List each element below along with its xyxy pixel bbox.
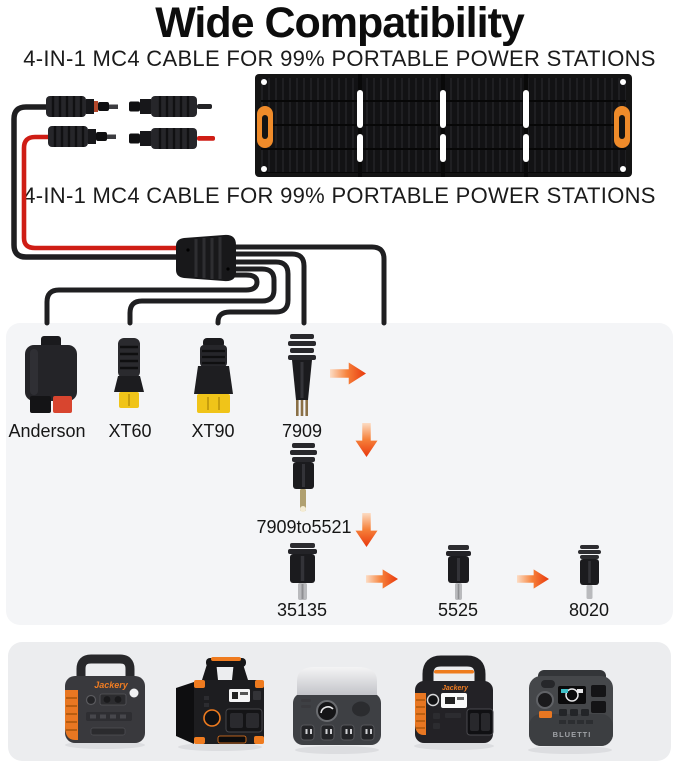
cable-splitter-body (176, 234, 236, 282)
jackery-logo: Jackery (442, 685, 469, 692)
solar-slot (357, 134, 363, 162)
mc4-connector-row1-female (46, 96, 118, 117)
solar-slot (523, 90, 529, 128)
solar-handle-left (257, 106, 273, 148)
anderson-label: Anderson (8, 421, 86, 441)
adapter-panel-background (6, 323, 673, 625)
station-handle (76, 654, 135, 680)
output-cable (231, 244, 387, 326)
solar-handle-right (614, 106, 630, 148)
plug-7909-label: 7909 (281, 421, 323, 441)
output-cable (215, 259, 291, 326)
plug-7909 (288, 334, 316, 416)
red-wire-stub (197, 136, 215, 141)
xt60-connector (114, 338, 144, 408)
mc4-connector-row1-male (129, 96, 212, 117)
solar-fold-line (357, 74, 363, 177)
subtitle-top: 4-IN-1 MC4 CABLE FOR 99% PORTABLE POWER … (23, 46, 656, 71)
grommet-dot (261, 166, 267, 172)
splitter-screw (186, 248, 190, 252)
power-station-silver-top (293, 667, 381, 754)
handle-pad (211, 657, 241, 661)
page-title: Wide Compatibility (155, 0, 525, 47)
power-station-jackery-300: Jackery (414, 655, 494, 750)
splitter-shell (176, 234, 236, 282)
mc4-connector-row2-female (48, 126, 116, 147)
output-cable (44, 272, 260, 326)
orange-corner-caps (194, 680, 264, 744)
solar-slot (357, 90, 363, 128)
solar-fold-line (440, 74, 446, 177)
jackery-logo: Jackery (94, 680, 129, 690)
mc4-cable-splitter-illustration (11, 96, 387, 326)
black-input-cable (11, 104, 181, 260)
mid-caption: 4-IN-1 MC4 CABLE FOR 99% PORTABLE POWER … (23, 183, 656, 208)
power-station-jackery-1000: Jackery (65, 654, 145, 749)
grommet-dot (620, 166, 626, 172)
xt90-connector (194, 338, 233, 413)
splitter-ribs (194, 237, 222, 279)
adapter-7909to5521-label: 7909to5521 (256, 517, 352, 537)
plug-35135-label: 35135 (276, 600, 328, 620)
grommet-dot (620, 79, 626, 85)
xt90-label: XT90 (191, 421, 235, 441)
bluetti-logo: BLUETTI (553, 730, 592, 739)
solar-panel-image (255, 74, 632, 177)
solar-handle-slot (619, 115, 625, 139)
xt60-label: XT60 (108, 421, 152, 441)
power-station-orange-corners (176, 657, 264, 751)
solar-handle-slot (262, 115, 268, 139)
station-handle (422, 655, 486, 683)
output-cables (44, 244, 387, 326)
plug-5525 (446, 545, 471, 600)
power-station-bluetti: BLUETTI (528, 670, 613, 754)
plug-35135 (288, 543, 317, 600)
plug-5525-label: 5525 (437, 600, 479, 620)
solar-slot (440, 90, 446, 128)
red-input-cable (21, 134, 181, 251)
grommet-dot (261, 79, 267, 85)
mc4-connector-row2-male (129, 128, 215, 149)
solar-fold-line (523, 74, 529, 177)
plug-8020 (578, 545, 601, 599)
solar-slot (523, 134, 529, 162)
plug-8020-label: 8020 (568, 600, 610, 620)
output-cable (231, 251, 307, 326)
adapter-7909to5521 (290, 443, 317, 512)
anderson-connector (25, 336, 77, 413)
solar-slot (440, 134, 446, 162)
output-cable (127, 266, 277, 326)
mc4-red-ring (94, 101, 98, 112)
splitter-screw (226, 267, 230, 271)
